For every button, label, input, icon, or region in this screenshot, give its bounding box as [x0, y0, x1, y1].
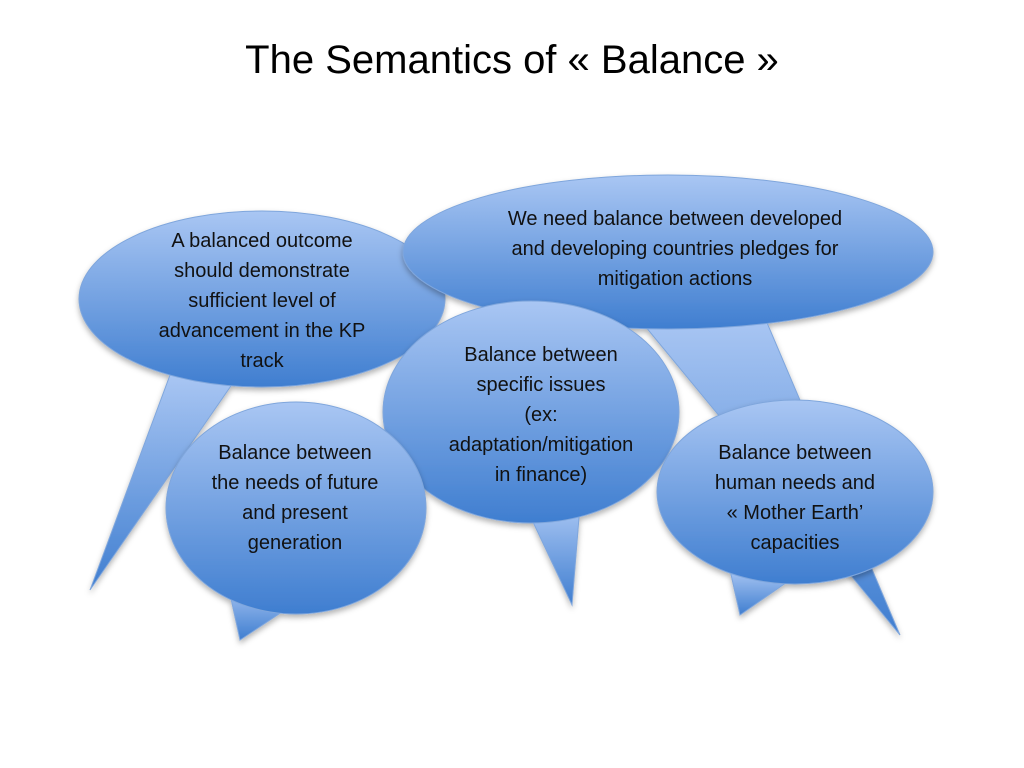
- bubble-text-developed-developing: We need balance between developed and de…: [507, 208, 843, 290]
- bubble-text-kp-track: A balanced outcome should demonstrate su…: [158, 230, 366, 372]
- bubble-text-future-present: Balance between the needs of future and …: [211, 442, 379, 554]
- slide-title: The Semantics of « Balance »: [245, 38, 779, 82]
- bubble-text-mother-earth: Balance between human needs and « Mother…: [714, 442, 876, 554]
- bubble-text-specific-issues: Balance between specific issues (ex: ada…: [448, 344, 634, 486]
- speech-bubble-kp-track: [78, 210, 446, 591]
- speech-bubble-specific-issues: [382, 300, 680, 607]
- speech-bubble-mother-earth: [656, 399, 934, 616]
- speech-bubble-future-present: [165, 401, 427, 641]
